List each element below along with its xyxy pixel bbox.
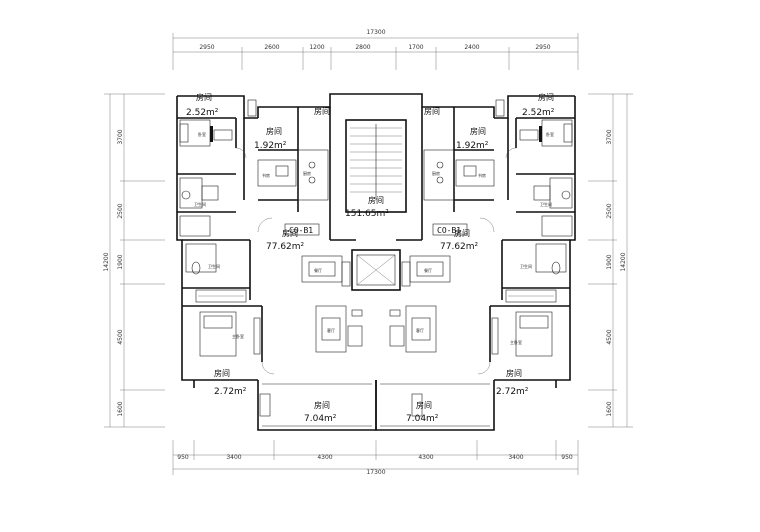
bottom-dim-2: 3400 xyxy=(226,454,241,461)
right-dining-label: 餐厅 xyxy=(424,267,432,273)
area-balcony-right: 7.04m² xyxy=(406,414,439,424)
bottom-dimension-chain: 950 3400 4300 4300 3400 950 17300 xyxy=(172,440,579,476)
top-dim-1: 2950 xyxy=(199,44,214,51)
right-master-bedroom-label: 主卧室 xyxy=(510,339,522,345)
top-dim-2: 2600 xyxy=(264,44,279,51)
left-unit-furniture: 卧室 书房 厨房 卫生间 卫生间 主卧室 餐厅 客厅 xyxy=(179,99,363,417)
interior-walls xyxy=(177,107,575,362)
right-dimension-chain: 3700 2500 1900 4500 1600 14200 xyxy=(588,93,633,428)
bottom-dim-3: 4300 xyxy=(317,454,332,461)
left-dim-4: 4500 xyxy=(117,329,124,344)
room-label-balcony-right: 房间 xyxy=(416,400,432,410)
room-label-balcony-left: 房间 xyxy=(314,400,330,410)
room-label-mid-right: 房间 xyxy=(470,126,486,136)
left-bath-label: 卫生间 xyxy=(194,201,206,207)
left-living-label: 客厅 xyxy=(327,327,335,333)
right-dim-1: 3700 xyxy=(606,129,613,144)
top-dim-6: 2400 xyxy=(464,44,479,51)
left-mid-bath-label: 卫生间 xyxy=(208,263,220,269)
left-kitchen-label: 厨房 xyxy=(303,170,311,176)
area-lower-right: 2.72m² xyxy=(496,387,529,397)
area-mid-left: 1.92m² xyxy=(254,141,287,151)
room-label-central: 房间 xyxy=(368,195,384,205)
stair-core xyxy=(341,124,411,287)
room-label-top-center-right: 房间 xyxy=(424,106,440,116)
room-label-mid-left: 房间 xyxy=(266,126,282,136)
area-lower-left: 2.72m² xyxy=(214,387,247,397)
bottom-dim-4: 4300 xyxy=(418,454,433,461)
area-mid-right: 1.92m² xyxy=(456,141,489,151)
area-central: 151.65m² xyxy=(345,209,389,219)
right-kitchen-label: 厨房 xyxy=(432,170,440,176)
area-living-right: 77.62m² xyxy=(440,242,479,252)
room-label-lower-right: 房间 xyxy=(506,368,522,378)
left-dimension-chain: 14200 3700 2500 1900 4500 1600 xyxy=(103,93,165,428)
left-total-dimension: 14200 xyxy=(103,252,110,271)
door-swings xyxy=(235,147,517,375)
left-master-bedroom-label: 主卧室 xyxy=(232,333,244,339)
right-total-dimension: 14200 xyxy=(620,252,627,271)
right-dim-3: 1900 xyxy=(606,254,613,269)
area-top-left: 2.52m² xyxy=(186,108,219,118)
top-dim-4: 2800 xyxy=(355,44,370,51)
room-labels: 房间 2.52m² 房间 2.52m² 房间 1.92m² 房间 1.92m² … xyxy=(186,92,555,424)
top-dim-5: 1700 xyxy=(408,44,423,51)
room-label-lower-left: 房间 xyxy=(214,368,230,378)
top-dim-7: 2950 xyxy=(535,44,550,51)
left-dim-3: 1900 xyxy=(117,254,124,269)
room-label-living-left: 房间 xyxy=(282,228,298,238)
left-dim-5: 1600 xyxy=(117,401,124,416)
bottom-dim-1: 950 xyxy=(177,454,189,461)
room-label-top-left: 房间 xyxy=(196,92,212,102)
right-mid-bath-label: 卫生间 xyxy=(520,263,532,269)
right-living-label: 客厅 xyxy=(416,327,424,333)
top-total-dimension: 17300 xyxy=(366,29,385,36)
area-living-left: 77.62m² xyxy=(266,242,305,252)
area-balcony-left: 7.04m² xyxy=(304,414,337,424)
right-top-bedroom-label: 卧室 xyxy=(546,131,554,137)
right-dim-5: 1600 xyxy=(606,401,613,416)
top-dimension-chain: 17300 2950 2600 1200 2800 1700 2400 2950 xyxy=(172,29,579,70)
top-dim-3: 1200 xyxy=(309,44,324,51)
left-top-bedroom-label: 卧室 xyxy=(198,131,206,137)
left-dim-2: 2500 xyxy=(117,203,124,218)
unit-tag-right: CO-B1 xyxy=(437,226,461,235)
right-dim-2: 2500 xyxy=(606,203,613,218)
right-study-label: 书房 xyxy=(478,172,486,178)
bottom-dim-6: 950 xyxy=(561,454,573,461)
room-label-living-right: 房间 xyxy=(454,228,470,238)
area-top-right: 2.52m² xyxy=(522,108,555,118)
right-unit-furniture: 卧室 书房 厨房 卫生间 卫生间 主卧室 餐厅 客厅 xyxy=(389,99,573,417)
unit-tag-left: CO-B1 xyxy=(289,226,313,235)
right-dim-4: 4500 xyxy=(606,329,613,344)
left-dining-label: 餐厅 xyxy=(314,267,322,273)
left-dim-1: 3700 xyxy=(117,129,124,144)
left-study-label: 书房 xyxy=(262,172,270,178)
bottom-dim-5: 3400 xyxy=(508,454,523,461)
room-label-top-right: 房间 xyxy=(538,92,554,102)
bottom-total-dimension: 17300 xyxy=(366,469,385,476)
right-bath-label: 卫生间 xyxy=(540,201,552,207)
room-label-top-center-left: 房间 xyxy=(314,106,330,116)
